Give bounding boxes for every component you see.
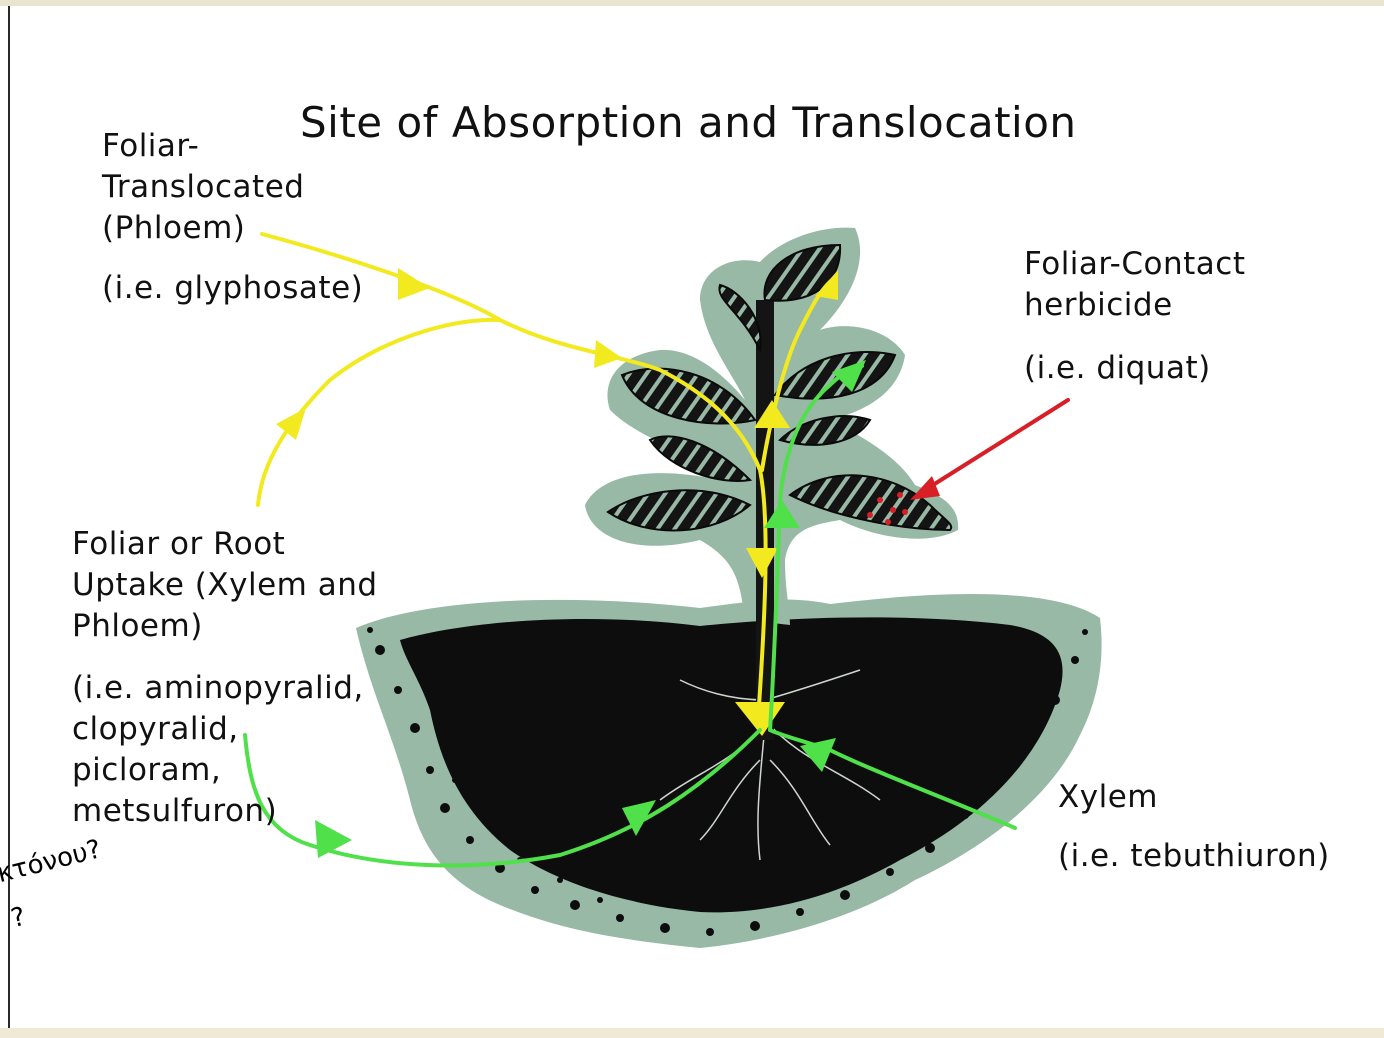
example-xylem: (i.e. tebuthiuron): [1058, 836, 1330, 877]
example-foliar-contact: (i.e. diquat): [1024, 348, 1211, 389]
example-foliar-translocated: (i.e. glyphosate): [102, 268, 363, 309]
label-xylem: Xylem: [1058, 777, 1158, 818]
slide-bottom-border: [0, 1028, 1384, 1038]
contact-arrow: [910, 400, 1068, 500]
diagram-title: Site of Absorption and Translocation: [300, 98, 1077, 147]
example-foliar-or-root: (i.e. aminopyralid, clopyralid, picloram…: [72, 668, 364, 832]
label-foliar-contact: Foliar-Contact herbicide: [1024, 244, 1245, 326]
label-foliar-translocated: Foliar- Translocated (Phloem): [102, 126, 304, 249]
slide-top-border: [0, 0, 1384, 6]
label-foliar-or-root: Foliar or Root Uptake (Xylem and Phloem): [72, 524, 378, 647]
